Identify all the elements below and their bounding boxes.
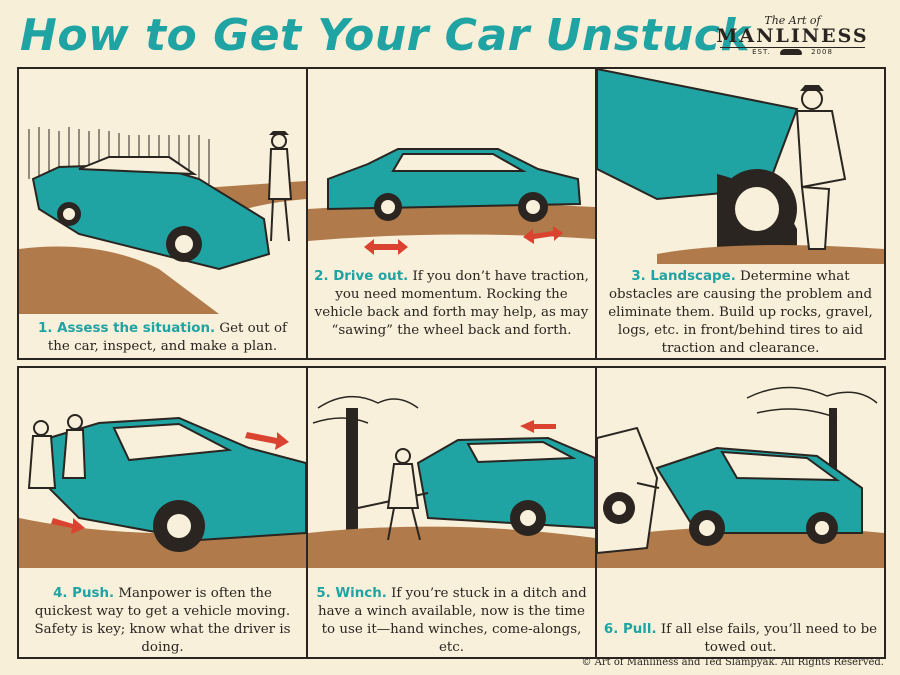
brand-tagline: The Art of <box>764 14 821 27</box>
brand-rule <box>720 47 865 48</box>
brand-established: EST. 2008 <box>700 48 885 56</box>
caption-winch: 5. Winch. If you’re stuck in a ditch and… <box>314 585 589 657</box>
caption-assess: 1. Assess the situation. Get out of the … <box>25 320 300 356</box>
caption-landscape: 3. Landscape. Determine what obstacles a… <box>603 268 878 358</box>
direction-arrow-icon <box>520 420 556 433</box>
step-title: 2. Drive out. <box>314 269 409 284</box>
illustration-assess <box>19 69 306 314</box>
panel-landscape: 3. Landscape. Determine what obstacles a… <box>595 67 886 360</box>
panel-pull: 6. Pull. If all else fails, you’ll need … <box>595 366 886 659</box>
direction-arrow-icon <box>51 432 289 534</box>
direction-arrow-icon <box>364 226 563 255</box>
brand-logo: The Art of MANLINESS EST. 2008 <box>700 14 885 60</box>
step-title: 5. Winch. <box>316 586 387 601</box>
caption-pull: 6. Pull. If all else fails, you’ll need … <box>603 621 878 657</box>
step-text: Determine what obstacles are causing the… <box>608 269 873 356</box>
illustration-winch <box>308 368 595 568</box>
step-text: Get out of the car, inspect, and make a … <box>47 321 287 354</box>
copyright-notice: © Art of Manliness and Ted Slampyak. All… <box>581 657 884 668</box>
illustration-pull <box>597 368 884 568</box>
step-title: 1. Assess the situation. <box>38 321 216 336</box>
panel-drive-out: 2. Drive out. If you don’t have traction… <box>306 67 597 360</box>
brand-est: EST. <box>752 48 771 56</box>
step-text: If you’re stuck in a ditch and have a wi… <box>317 586 587 655</box>
step-title: 4. Push. <box>53 586 115 601</box>
brand-name: MANLINESS <box>716 25 869 47</box>
illustration-drive-out <box>308 69 595 269</box>
step-text: If all else fails, you’ll need to be tow… <box>656 622 878 655</box>
step-text: Manpower is often the quickest way to ge… <box>34 586 291 655</box>
brand-year: 2008 <box>811 48 833 56</box>
step-text: If you don’t have traction, you need mom… <box>314 269 589 338</box>
caption-drive-out: 2. Drive out. If you don’t have traction… <box>314 268 589 340</box>
panel-assess: 1. Assess the situation. Get out of the … <box>17 67 308 360</box>
panel-winch: 5. Winch. If you’re stuck in a ditch and… <box>306 366 597 659</box>
illustration-push <box>19 368 306 568</box>
page-title: How to Get Your Car Unstuck <box>20 10 751 61</box>
caption-push: 4. Push. Manpower is often the quickest … <box>25 585 300 657</box>
panel-push: 4. Push. Manpower is often the quickest … <box>17 366 308 659</box>
illustration-landscape <box>597 69 884 264</box>
step-title: 3. Landscape. <box>631 269 736 284</box>
mustache-icon <box>779 49 802 55</box>
step-title: 6. Pull. <box>603 622 657 637</box>
